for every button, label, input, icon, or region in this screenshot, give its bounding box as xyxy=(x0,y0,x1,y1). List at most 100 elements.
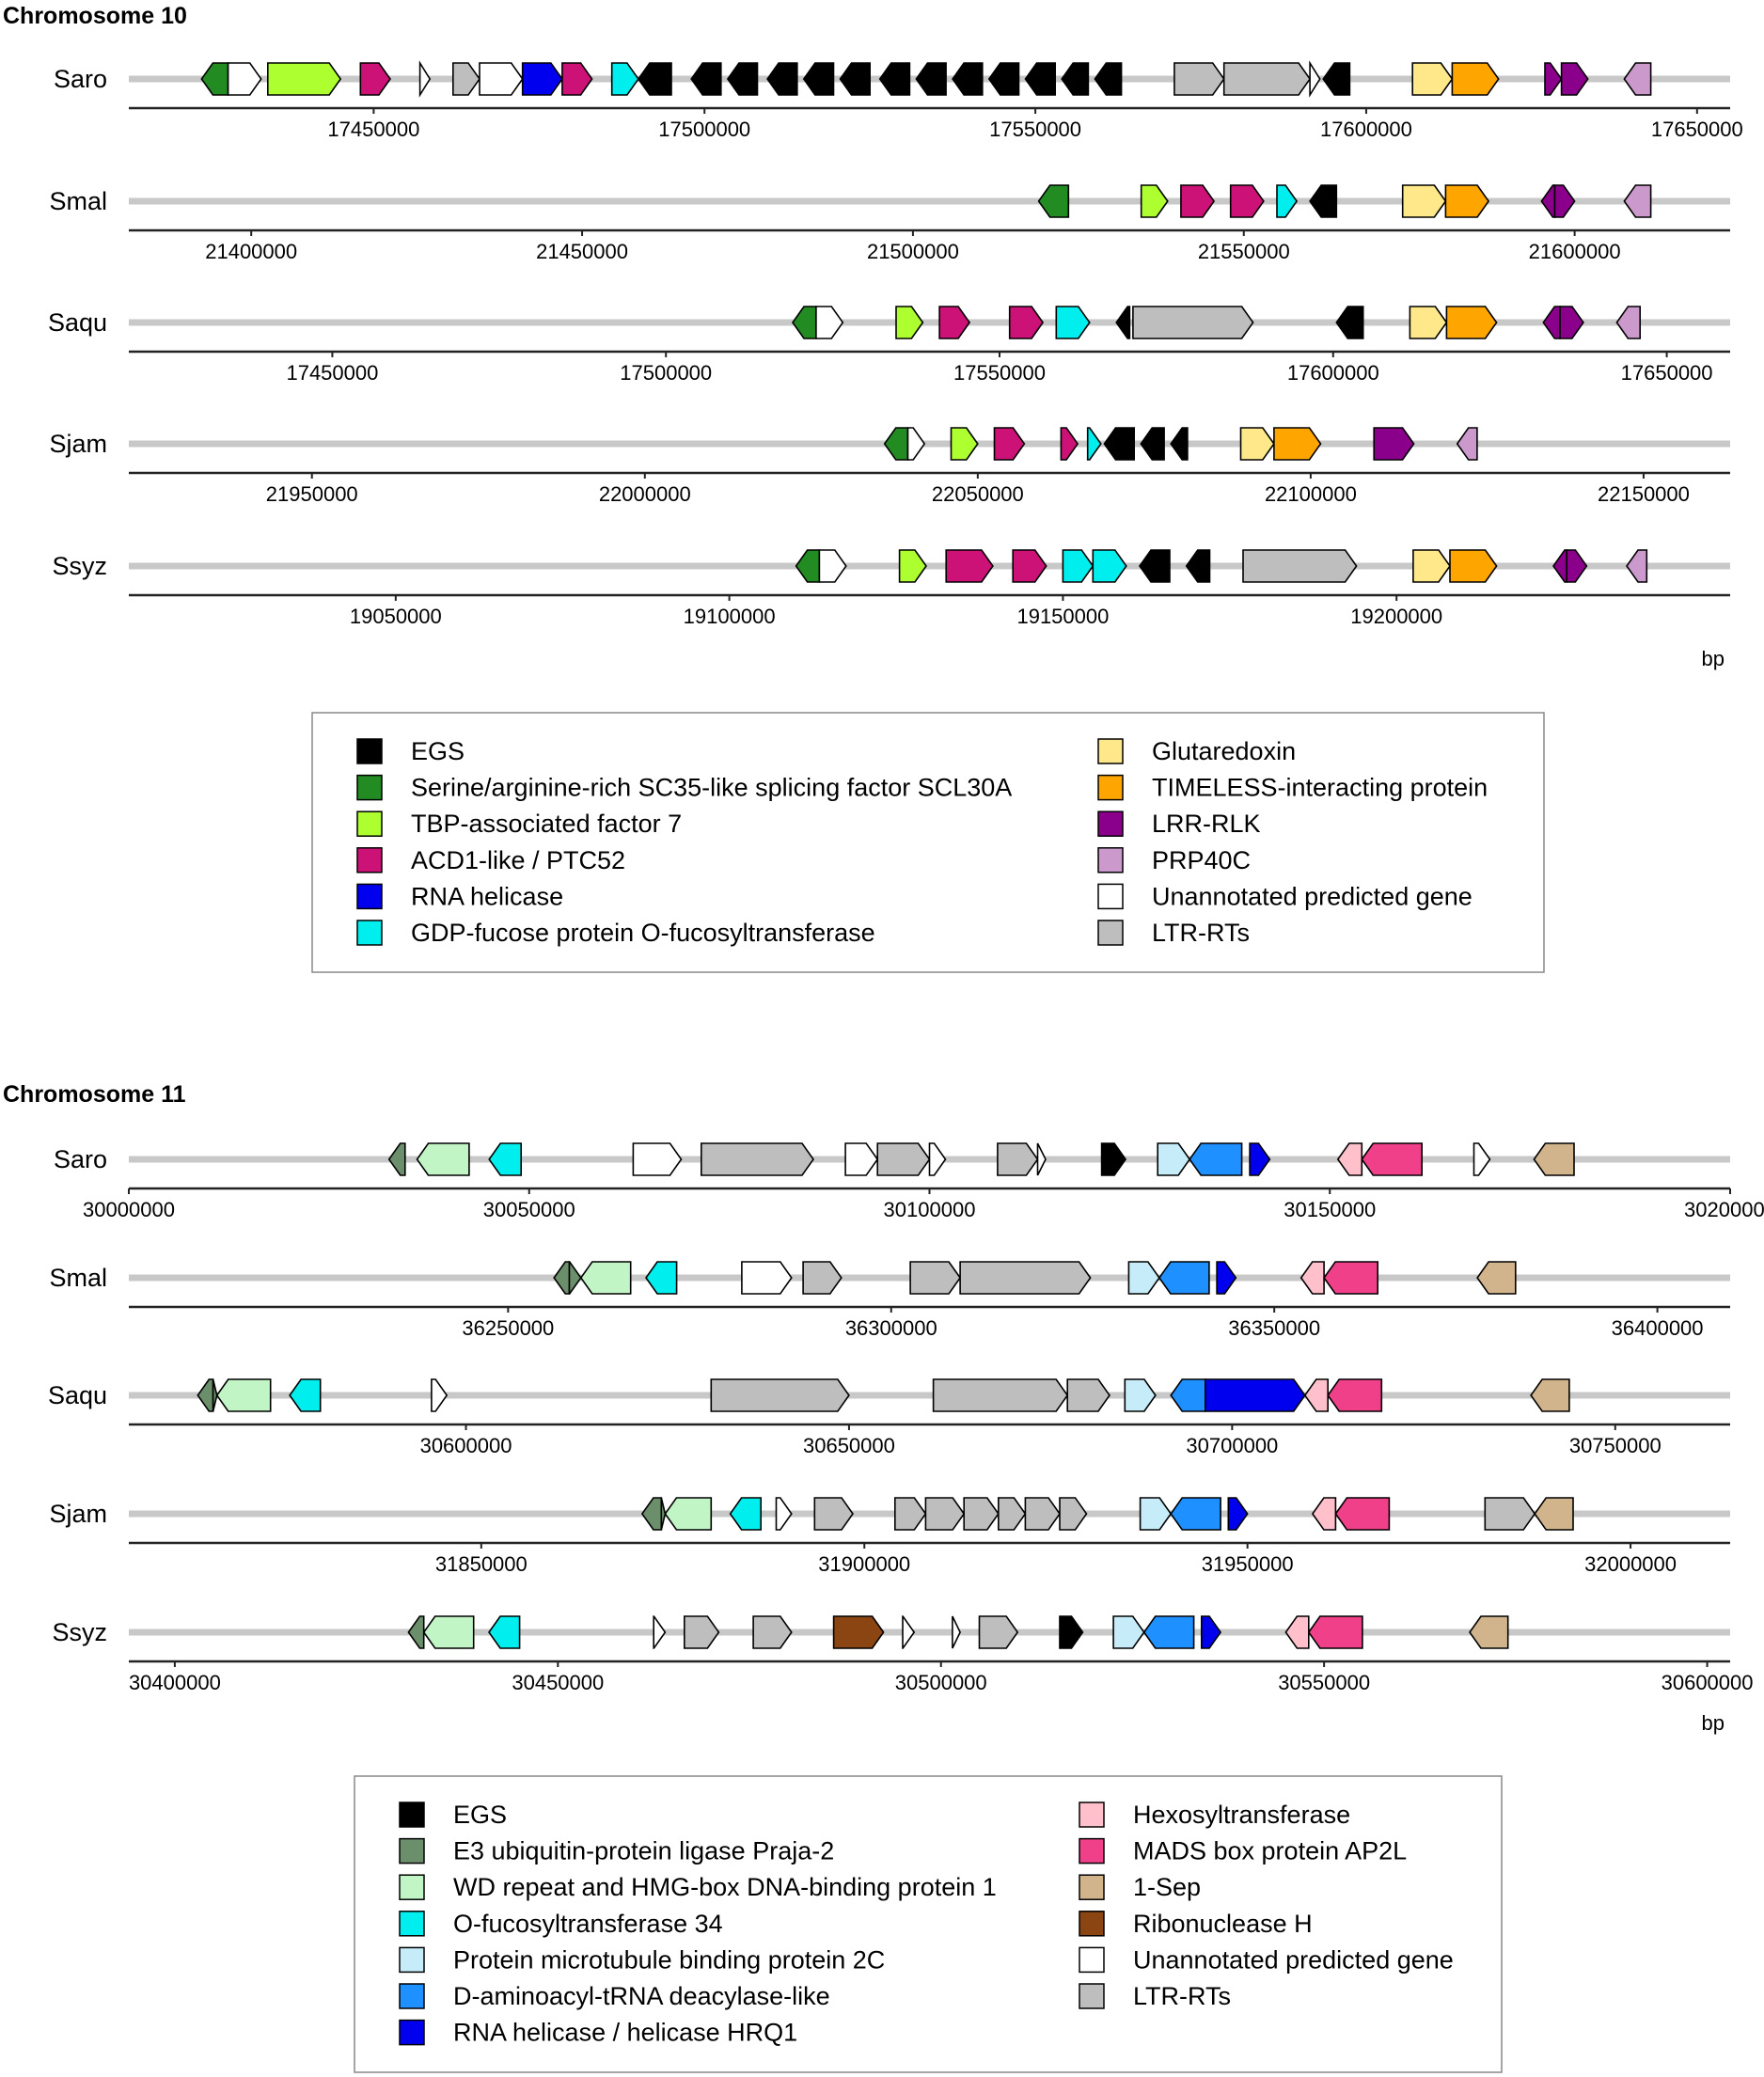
gene-arrow xyxy=(792,306,817,339)
legend-label: 1-Sep xyxy=(1133,1873,1201,1901)
gene-arrow xyxy=(993,427,1026,461)
gene-arrow xyxy=(795,549,821,583)
gene-arrow xyxy=(1124,1378,1157,1412)
legend-box xyxy=(354,1775,1503,2073)
gene-arrow xyxy=(1092,549,1127,583)
gene-arrow xyxy=(802,62,835,96)
tick-label: 17600000 xyxy=(1320,118,1412,141)
gene-arrow xyxy=(1323,1261,1378,1295)
gene-arrow xyxy=(1484,1497,1536,1531)
tick-label: 17450000 xyxy=(327,118,419,141)
legend-swatch xyxy=(356,738,383,764)
legend-item: Ribonuclease H xyxy=(1079,1910,1313,1938)
legend-label: LTR-RTs xyxy=(1133,1982,1231,2010)
gene-arrow xyxy=(1180,184,1216,218)
gene-arrow xyxy=(1140,184,1169,218)
legend-item: TIMELESS-interacting protein xyxy=(1097,774,1488,802)
gene-arrow xyxy=(1157,1142,1191,1176)
legend-item: Unannotated predicted gene xyxy=(1079,1945,1454,1974)
gene-arrow xyxy=(909,1261,962,1295)
gene-arrow xyxy=(932,1378,1069,1412)
panel-title: Chromosome 11 xyxy=(3,1081,186,1108)
gene-arrow xyxy=(1139,549,1171,583)
tick-label: 17650000 xyxy=(1621,361,1713,385)
gene-arrow xyxy=(997,1142,1039,1176)
gene-arrow xyxy=(1127,1261,1160,1295)
gene-arrow xyxy=(1242,549,1358,583)
gene-arrow xyxy=(893,1497,927,1531)
legend-box xyxy=(311,712,1545,973)
legend-label: EGS xyxy=(411,737,465,765)
gene-arrow xyxy=(1103,427,1135,461)
gene-arrow xyxy=(1476,1261,1517,1295)
legend-swatch xyxy=(399,1802,425,1828)
legend-label: Serine/arginine-rich SC35-like splicing … xyxy=(411,774,1012,802)
gene-arrow xyxy=(1530,1378,1570,1412)
gene-arrow xyxy=(938,306,971,339)
legend-swatch xyxy=(399,1911,425,1937)
gene-arrow xyxy=(726,62,759,96)
gene-arrow xyxy=(741,1261,793,1295)
tick-label: 30600000 xyxy=(420,1434,512,1457)
legend-swatch xyxy=(356,847,383,873)
gene-arrow xyxy=(1185,549,1211,583)
legend-label: MADS box protein AP2L xyxy=(1133,1837,1407,1865)
gene-arrow xyxy=(898,549,927,583)
tick-label: 36350000 xyxy=(1228,1316,1320,1340)
gene-arrow xyxy=(815,306,844,339)
legend-item: D-aminoacyl-tRNA deacylase-like xyxy=(399,1982,830,2010)
gene-arrow xyxy=(418,60,432,98)
tick-label: 21500000 xyxy=(867,240,959,263)
tick-label: 21550000 xyxy=(1198,240,1290,263)
gene-arrow xyxy=(266,62,342,96)
legend-label: E3 ubiquitin-protein ligase Praja-2 xyxy=(453,1837,834,1865)
legend-swatch xyxy=(1097,774,1124,801)
legend-swatch xyxy=(1097,847,1124,873)
gene-arrow xyxy=(1553,184,1576,218)
legend-swatch xyxy=(399,1837,425,1865)
gene-arrow xyxy=(766,62,798,96)
track-label: Saro xyxy=(54,1145,107,1173)
legend-swatch xyxy=(399,1983,425,2009)
tick-label: 36250000 xyxy=(462,1316,554,1340)
tick-label: 36400000 xyxy=(1612,1316,1704,1340)
gene-arrow xyxy=(1173,62,1225,96)
gene-arrow xyxy=(1309,60,1321,98)
legend-item: ACD1-like / PTC52 xyxy=(356,846,625,874)
tick-label: 30700000 xyxy=(1186,1434,1278,1457)
gene-arrow xyxy=(1036,1142,1047,1176)
gene-arrow xyxy=(653,1615,667,1649)
legend-swatch xyxy=(356,810,383,837)
gene-arrow xyxy=(416,1142,470,1176)
gene-arrow xyxy=(1401,184,1447,218)
gene-arrow xyxy=(1534,1497,1574,1531)
track-label: Sjam xyxy=(49,1500,107,1528)
tick-label: 32000000 xyxy=(1584,1552,1677,1576)
track-label: Smal xyxy=(49,187,107,215)
gene-arrow xyxy=(1303,1378,1329,1412)
legend-label: Glutaredoxin xyxy=(1152,737,1296,765)
legend-item: Hexosyltransferase xyxy=(1079,1801,1350,1829)
legend-swatch xyxy=(399,2019,425,2046)
gene-arrow xyxy=(1139,1497,1173,1531)
gene-arrow xyxy=(1373,427,1415,461)
gene-arrow xyxy=(1059,1497,1088,1531)
unit-label: bp xyxy=(1702,647,1725,670)
gene-arrow xyxy=(1170,1378,1206,1412)
gene-arrow xyxy=(1158,1261,1210,1295)
tick-label: 30450000 xyxy=(512,1671,604,1694)
legend-label: Unannotated predicted gene xyxy=(1133,1945,1454,1974)
gene-arrow xyxy=(1062,549,1095,583)
gene-arrow xyxy=(637,62,672,96)
tick-label: 30650000 xyxy=(803,1434,895,1457)
gene-arrow xyxy=(289,1378,322,1412)
legend-label: TIMELESS-interacting protein xyxy=(1152,774,1488,802)
gene-arrow xyxy=(645,1261,678,1295)
gene-arrow xyxy=(1239,427,1275,461)
gene-arrow xyxy=(1112,1615,1145,1649)
gene-arrow xyxy=(1299,1261,1325,1295)
tick-label: 30500000 xyxy=(895,1671,987,1694)
